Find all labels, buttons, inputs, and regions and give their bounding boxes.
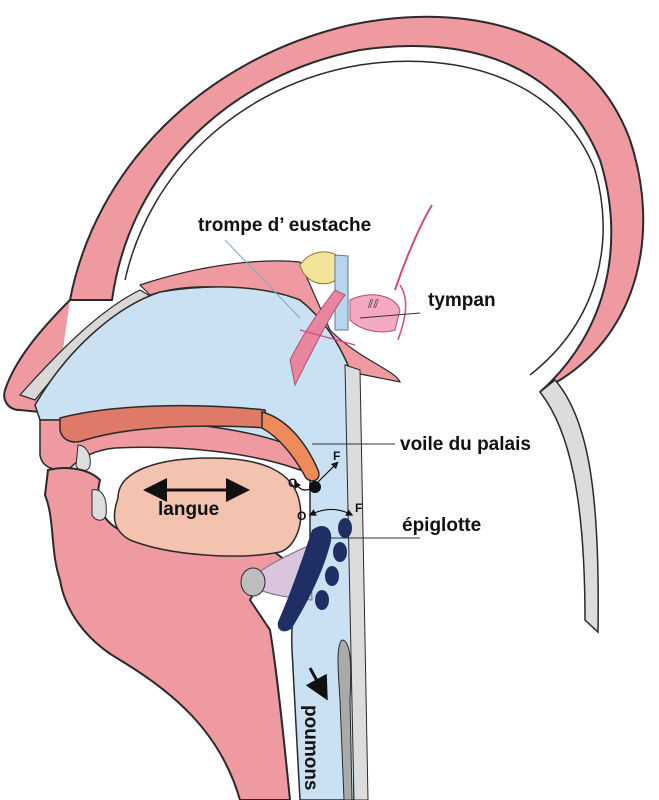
leader-eardrum <box>359 312 421 319</box>
epiglottis-arrow <box>308 508 354 516</box>
ear-structure: ⫽⫽ <box>289 204 433 387</box>
ear-marks-glyph: ⫽⫽ <box>367 297 379 311</box>
hard-palate <box>59 404 269 443</box>
skull-band <box>68 15 645 393</box>
label-tongue: langue <box>158 499 219 520</box>
epiglottis <box>277 525 332 632</box>
leader-eustachian-tube <box>224 239 301 319</box>
larynx-cartilage <box>337 639 353 800</box>
hyoid-bone <box>240 567 266 597</box>
soft-palate-open-arrow <box>294 481 313 491</box>
lower-tooth <box>91 489 107 521</box>
label-palate-open: O <box>288 476 297 490</box>
label-lungs: poumons <box>300 705 321 791</box>
soft-palate <box>261 411 320 482</box>
back-of-neck <box>538 378 599 634</box>
label-eustachian-tube: trompe d’ eustache <box>198 215 371 236</box>
soft-palate-closed-arrow <box>317 461 339 483</box>
label-eardrum: tympan <box>428 290 496 311</box>
label-epiglottis-closed: F <box>355 501 362 515</box>
spine <box>344 364 369 800</box>
epiglottis-closed-dots <box>315 518 352 610</box>
label-epiglottis-open: O <box>297 509 306 523</box>
label-soft-palate: voile du palais <box>400 434 531 455</box>
lungs-arrow <box>305 667 328 701</box>
soft-palate-pivot <box>309 481 321 493</box>
cranial-cavity-outline <box>124 60 604 376</box>
label-epiglottis: épiglotte <box>402 515 481 536</box>
label-palate-closed: F <box>333 449 340 463</box>
